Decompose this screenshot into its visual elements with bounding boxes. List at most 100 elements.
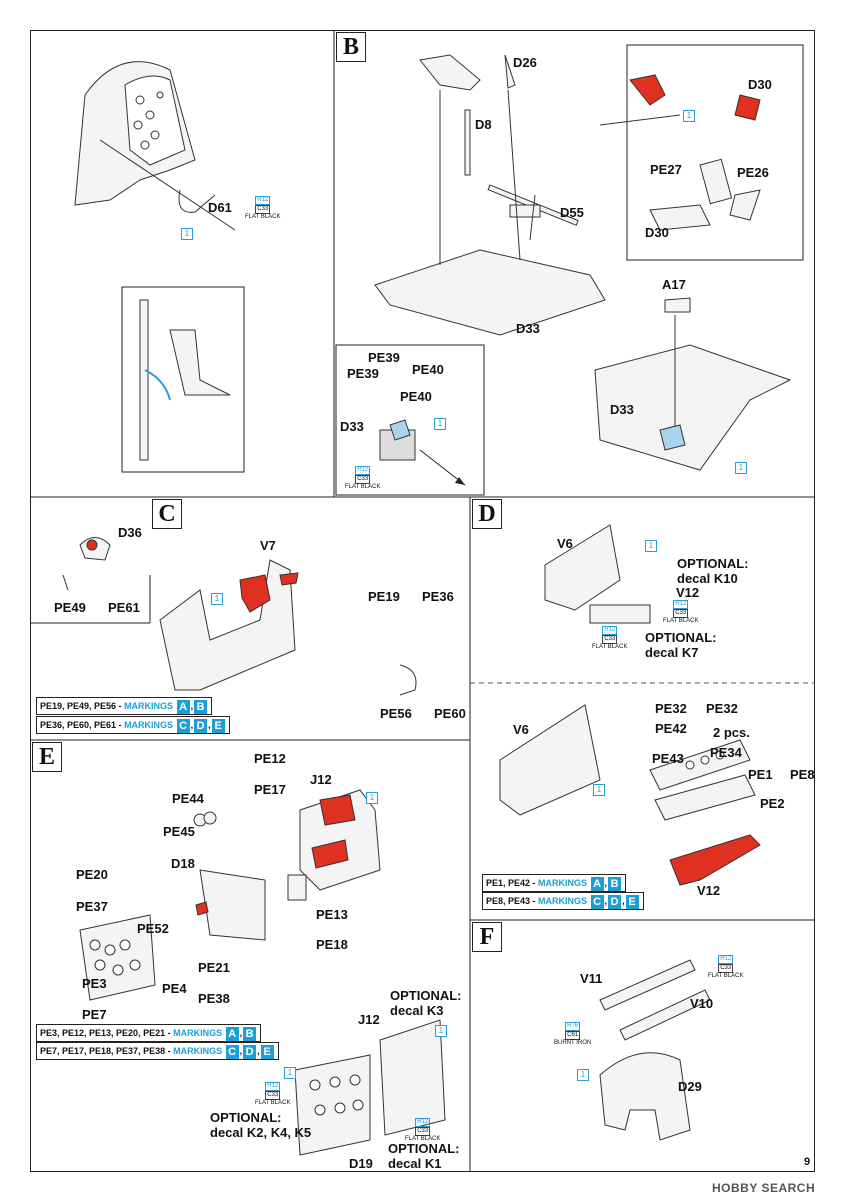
part-label-pe43: PE43	[652, 751, 684, 766]
part-label-pe40: PE40	[412, 362, 444, 377]
decal-label: decal K1	[388, 1156, 442, 1171]
part-label-d33: D33	[610, 402, 634, 417]
markings-note: PE3, PE12, PE13, PE20, PE21 - MARKINGS A…	[36, 1024, 262, 1042]
part-label-pe21: PE21	[198, 960, 230, 975]
part-label-pe17: PE17	[254, 782, 286, 797]
markings-note: PE19, PE49, PE56 - MARKINGS A,B	[36, 697, 213, 715]
part-label-d30: D30	[645, 225, 669, 240]
part-label-d36: D36	[118, 525, 142, 540]
part-label-pe3: PE3	[82, 976, 107, 991]
optional-label: OPTIONAL:	[210, 1110, 282, 1125]
part-label-pe36: PE36	[422, 589, 454, 604]
part-label-pe38: PE38	[198, 991, 230, 1006]
decal-label: decal K7	[645, 645, 699, 660]
part-label-d19: D19	[349, 1156, 373, 1171]
part-label-v7: V7	[260, 538, 276, 553]
part-label-d33: D33	[516, 321, 540, 336]
part-label-pe19: PE19	[368, 589, 400, 604]
part-label-d29: D29	[678, 1079, 702, 1094]
part-label-pe12: PE12	[254, 751, 286, 766]
part-label-pe18: PE18	[316, 937, 348, 952]
part-label-v6: V6	[557, 536, 573, 551]
part-label-v12: V12	[697, 883, 721, 898]
part-label-v6: V6	[513, 722, 529, 737]
step-badge: 1	[735, 462, 747, 474]
section-e-label: E	[32, 742, 62, 772]
step-badge: 1	[645, 540, 657, 552]
page-border	[30, 30, 815, 1172]
step-badge: 1	[593, 784, 605, 796]
part-label-pe34: PE34	[710, 745, 742, 760]
part-label-pe27: PE27	[650, 162, 682, 177]
part-label-d55: D55	[560, 205, 584, 220]
footer-watermark: HOBBY SEARCH	[712, 1181, 816, 1195]
part-label-pe8: PE8	[790, 767, 815, 782]
section-f-label: F	[472, 922, 502, 952]
part-label-pe7: PE7	[82, 1007, 107, 1022]
part-label-d61: D61	[208, 200, 232, 215]
part-label-j12: J12	[358, 1012, 380, 1027]
step-badge: 1	[181, 228, 193, 240]
decal-label: decal K10	[677, 571, 738, 586]
part-label-d18: D18	[171, 856, 195, 871]
step-badge: 1	[577, 1069, 589, 1081]
part-label-pe37: PE37	[76, 899, 108, 914]
markings-note: PE7, PE17, PE18, PE37, PE38 - MARKINGS C…	[36, 1042, 279, 1060]
part-label-v12: V12	[676, 585, 700, 600]
part-label-pe20: PE20	[76, 867, 108, 882]
page-number: 9	[804, 1156, 811, 1168]
optional-label: OPTIONAL:	[388, 1141, 460, 1156]
decal-label: decal K3	[390, 1003, 444, 1018]
part-label-pe49: PE49	[54, 600, 86, 615]
step-badge: 1	[683, 110, 695, 122]
step-badge: 1	[366, 792, 378, 804]
part-label-d26: D26	[513, 55, 537, 70]
part-label-v10: V10	[690, 996, 714, 1011]
part-label-pe13: PE13	[316, 907, 348, 922]
part-label-pe32: PE32	[706, 701, 738, 716]
step-badge: 1	[434, 418, 446, 430]
part-label-d30: D30	[748, 77, 772, 92]
part-label-pe60: PE60	[434, 706, 466, 721]
markings-note: PE1, PE42 - MARKINGS A,B	[482, 874, 627, 892]
part-label-pe39: PE39	[347, 366, 379, 381]
section-b-label: B	[336, 32, 366, 62]
part-label-pe4: PE4	[162, 981, 187, 996]
part-label-pe32: PE32	[655, 701, 687, 716]
step-badge: 1	[211, 593, 223, 605]
part-label-pe45: PE45	[163, 824, 195, 839]
qty-label: 2 pcs.	[713, 725, 750, 740]
part-label-pe39: PE39	[368, 350, 400, 365]
part-label-pe42: PE42	[655, 721, 687, 736]
step-badge: 1	[284, 1067, 296, 1079]
part-label-pe1: PE1	[748, 767, 773, 782]
markings-note: PE8, PE43 - MARKINGS C,D,E	[482, 892, 644, 910]
part-label-pe44: PE44	[172, 791, 204, 806]
part-label-pe61: PE61	[108, 600, 140, 615]
part-label-pe40: PE40	[400, 389, 432, 404]
part-label-pe2: PE2	[760, 796, 785, 811]
section-d-label: D	[472, 499, 502, 529]
step-badge: 1	[435, 1025, 447, 1037]
part-label-pe26: PE26	[737, 165, 769, 180]
part-label-j12: J12	[310, 772, 332, 787]
optional-label: OPTIONAL:	[645, 630, 717, 645]
part-label-pe56: PE56	[380, 706, 412, 721]
optional-label: OPTIONAL:	[390, 988, 462, 1003]
part-label-d33: D33	[340, 419, 364, 434]
part-label-v11: V11	[580, 971, 603, 986]
section-c-label: C	[152, 499, 182, 529]
decal-label: decal K2, K4, K5	[210, 1125, 312, 1140]
optional-label: OPTIONAL:	[677, 556, 749, 571]
part-label-pe52: PE52	[137, 921, 169, 936]
part-label-d8: D8	[475, 117, 492, 132]
